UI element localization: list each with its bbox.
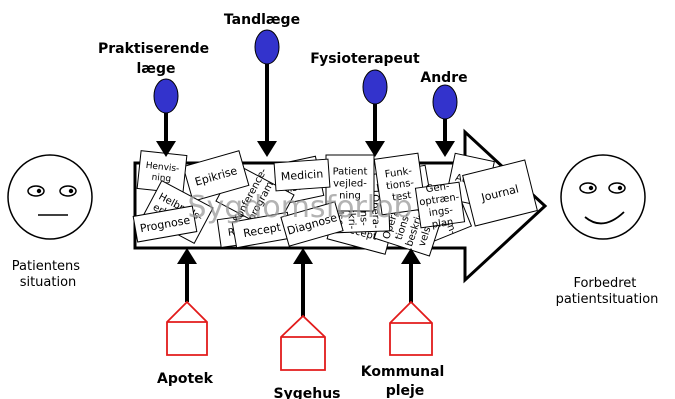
actor-label: Kommunal pleje: [361, 364, 449, 399]
house-icon: [281, 316, 325, 370]
document-card: Medicin: [274, 159, 330, 191]
pin-icon: [154, 79, 178, 113]
watermark-text: Sygdomsforlob: [187, 190, 412, 225]
right-face-icon: [561, 155, 645, 239]
actor-label: Praktiserende læge: [98, 41, 214, 77]
actor-label: Sygehus: [274, 386, 341, 399]
pin-icon: [433, 85, 457, 119]
top-actor-fysioterapeut: Fysioterapeut: [310, 51, 420, 157]
house-icon: [390, 302, 432, 355]
top-actor-andre: Andre: [420, 70, 467, 157]
bottom-actor-apotek: Apotek: [157, 248, 214, 387]
actor-label: Apotek: [157, 371, 214, 387]
top-actor-praktiserende-laege: Praktiserende læge: [98, 41, 214, 157]
actor-label: Fysioterapeut: [310, 51, 420, 67]
pin-icon: [255, 30, 279, 64]
house-icon: [167, 302, 207, 355]
left-face-icon: [8, 155, 92, 239]
left-face-label: Patientens situation: [12, 259, 84, 290]
pin-icon: [363, 70, 387, 104]
bottom-actor-kommunal-pleje: Kommunal pleje: [361, 248, 449, 399]
actor-label: Andre: [420, 70, 467, 86]
actor-label: Tandlæge: [224, 12, 300, 28]
bottom-actor-sygehus: Sygehus: [274, 248, 341, 399]
right-face-label: Forbedret patientsituation: [556, 276, 659, 307]
top-actor-tandlaege: Tandlæge: [224, 12, 300, 157]
